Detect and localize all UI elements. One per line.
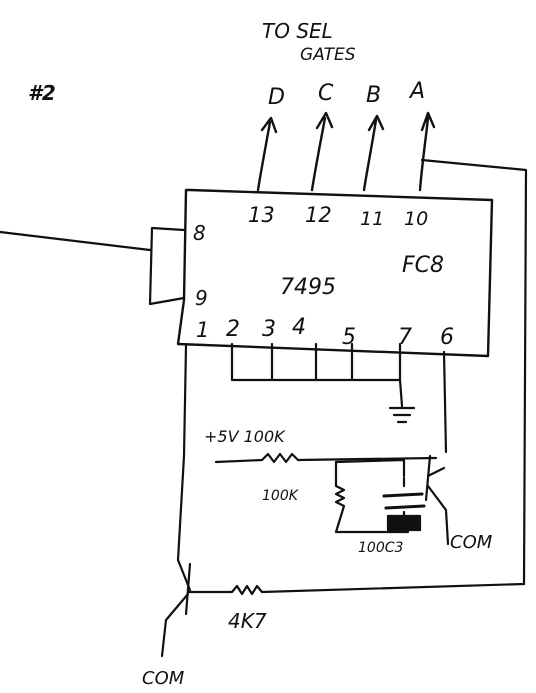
pin-5: 5 bbox=[342, 325, 356, 350]
capacitor-icon bbox=[382, 492, 426, 510]
pin-3: 3 bbox=[262, 317, 276, 342]
pin-7: 7 bbox=[398, 325, 412, 350]
heading-line-2: GATES bbox=[300, 45, 356, 65]
cap-plate-fill bbox=[386, 514, 422, 532]
timer-transistor-icon bbox=[424, 454, 450, 546]
pin-6: 6 bbox=[440, 325, 454, 350]
resistor-100k-left bbox=[334, 460, 410, 534]
com-label-bottom: COM bbox=[142, 668, 185, 689]
pin-1: 1 bbox=[196, 318, 209, 342]
com-label-right: COM bbox=[450, 532, 493, 553]
cap-top-wire bbox=[334, 458, 406, 478]
pin-8: 8 bbox=[193, 221, 206, 245]
pin-6-wire bbox=[442, 350, 448, 454]
input-wire bbox=[0, 230, 152, 252]
arrow-b-icon bbox=[362, 114, 385, 192]
arrow-c-icon bbox=[310, 111, 334, 192]
ground-bus bbox=[230, 342, 402, 382]
resistor-100k-top bbox=[214, 452, 438, 464]
output-label-d: D bbox=[268, 85, 285, 110]
output-labels: D C B A bbox=[268, 79, 425, 110]
cap-label: 100C3 bbox=[358, 540, 403, 556]
output-arrows bbox=[256, 111, 436, 192]
pin-1-wire bbox=[176, 344, 188, 562]
chip-outline bbox=[176, 188, 494, 358]
pin-13: 13 bbox=[248, 203, 275, 227]
feedback-wire bbox=[420, 158, 528, 586]
output-label-c: C bbox=[318, 81, 334, 106]
chip-reference: FC8 bbox=[402, 253, 444, 278]
supply-label: +5V 100K bbox=[204, 427, 286, 446]
ground-drop bbox=[398, 378, 404, 408]
margin-mark: #2 bbox=[28, 81, 56, 105]
wiring bbox=[0, 158, 528, 658]
ground-icon bbox=[388, 406, 416, 424]
resistor-label: 100K bbox=[262, 488, 300, 504]
pin-4: 4 bbox=[292, 315, 306, 340]
pin-9: 9 bbox=[195, 286, 208, 310]
pin-10: 10 bbox=[404, 208, 428, 230]
ic-7495: 13 12 11 10 7495 FC8 8 9 1 2 3 4 5 7 6 bbox=[176, 188, 494, 358]
pin-11: 11 bbox=[360, 208, 384, 230]
heading: TO SEL GATES bbox=[262, 19, 356, 65]
output-transistor-icon bbox=[160, 558, 192, 658]
pin-8-9-link bbox=[148, 226, 186, 306]
arrow-a-icon bbox=[418, 111, 436, 192]
resistor-4k7 bbox=[186, 582, 526, 596]
pin-2: 2 bbox=[226, 317, 240, 342]
heading-line-1: TO SEL bbox=[262, 19, 333, 43]
output-label-a: A bbox=[408, 79, 425, 104]
base-resistor-label: 4K7 bbox=[228, 609, 267, 633]
chip-part-number: 7495 bbox=[280, 275, 336, 300]
pin-12: 12 bbox=[305, 203, 332, 227]
arrow-d-icon bbox=[256, 116, 278, 192]
output-label-b: B bbox=[366, 83, 381, 108]
